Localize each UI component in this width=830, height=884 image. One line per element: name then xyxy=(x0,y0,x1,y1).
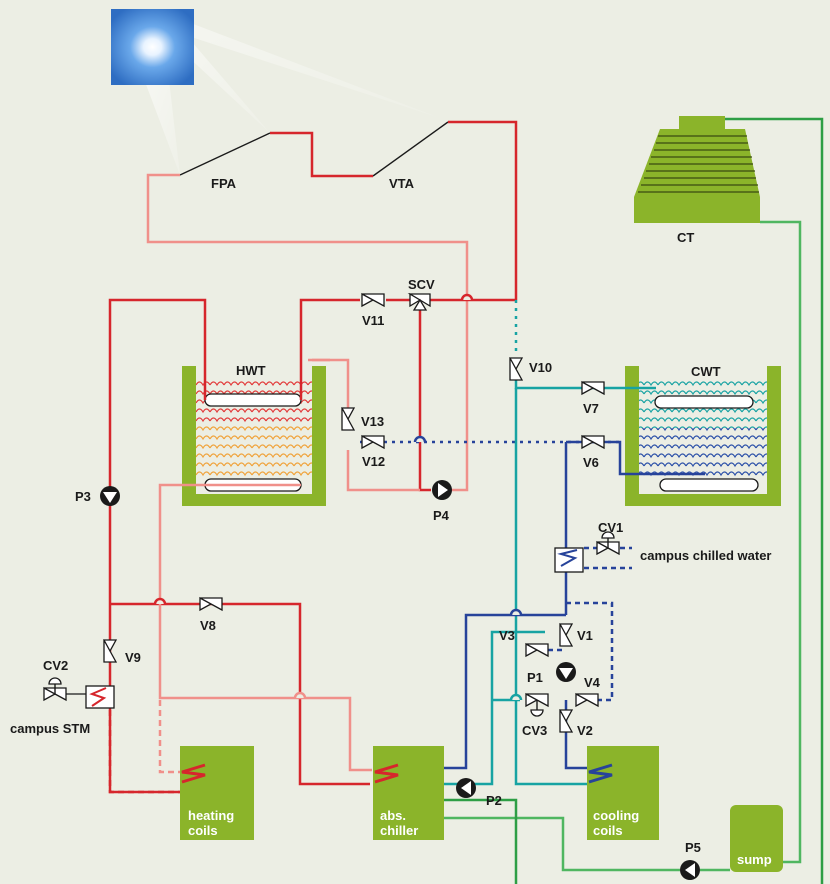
storage-tank-icon xyxy=(182,366,326,506)
v13-label: V13 xyxy=(361,414,384,429)
cv1-label: CV1 xyxy=(598,520,623,535)
v9-label: V9 xyxy=(125,650,141,665)
heat-exchanger-icon xyxy=(44,547,584,709)
heating-coils-unit: heating coils xyxy=(180,746,254,840)
campus-steam-pipes xyxy=(108,700,180,794)
p4-label: P4 xyxy=(433,508,450,523)
v10-label: V10 xyxy=(529,360,552,375)
coil-icon xyxy=(374,763,399,784)
p2-label: P2 xyxy=(486,793,502,808)
coil-icon xyxy=(588,763,613,784)
abs-chiller-unit: abs. chiller xyxy=(373,746,444,840)
solar-collector-icon xyxy=(179,121,449,177)
coil-icon xyxy=(181,763,206,784)
sun-icon xyxy=(111,9,194,85)
control-valve-icon xyxy=(48,531,615,717)
cooling-coils-label-1: cooling xyxy=(593,808,639,823)
campus-stm-label: campus STM xyxy=(10,721,90,736)
sump-label: sump xyxy=(737,852,772,867)
v3-label: V3 xyxy=(499,628,515,643)
cooling-coils-unit: cooling coils xyxy=(587,746,659,840)
p5-label: P5 xyxy=(685,840,701,855)
abs-chiller-label-2: chiller xyxy=(380,823,418,838)
v1-label: V1 xyxy=(577,628,593,643)
pump-icon xyxy=(100,480,700,880)
v2-label: V2 xyxy=(577,723,593,738)
abs-chiller-label-1: abs. xyxy=(380,808,406,823)
cooling-tower-icon xyxy=(634,116,760,223)
scv-label: SCV xyxy=(408,277,435,292)
cv2-label: CV2 xyxy=(43,658,68,673)
v12-label: V12 xyxy=(362,454,385,469)
heating-coils-label-1: heating xyxy=(188,808,234,823)
v7-label: V7 xyxy=(583,401,599,416)
hwt-label: HWT xyxy=(236,363,266,378)
storage-tank-icon xyxy=(625,366,781,506)
collector-loop-pipes xyxy=(146,120,518,492)
pipe-crossovers xyxy=(153,293,523,701)
valve-icon xyxy=(43,292,620,733)
v6-label: V6 xyxy=(583,455,599,470)
cv3-label: CV3 xyxy=(522,723,547,738)
p3-label: P3 xyxy=(75,489,91,504)
cooling-tower-pipes xyxy=(444,117,824,884)
fpa-label: FPA xyxy=(211,176,237,191)
v8-label: V8 xyxy=(200,618,216,633)
cwt-label: CWT xyxy=(691,364,721,379)
ct-label: CT xyxy=(677,230,694,245)
p1-label: P1 xyxy=(527,670,543,685)
cooling-coils-label-2: coils xyxy=(593,823,623,838)
v11-label: V11 xyxy=(362,313,384,328)
heating-coils-label-2: coils xyxy=(188,823,218,838)
campus-chilled-water-label: campus chilled water xyxy=(640,548,772,563)
vta-label: VTA xyxy=(389,176,415,191)
v4-label: V4 xyxy=(584,675,601,690)
sump-unit: sump xyxy=(730,805,783,872)
